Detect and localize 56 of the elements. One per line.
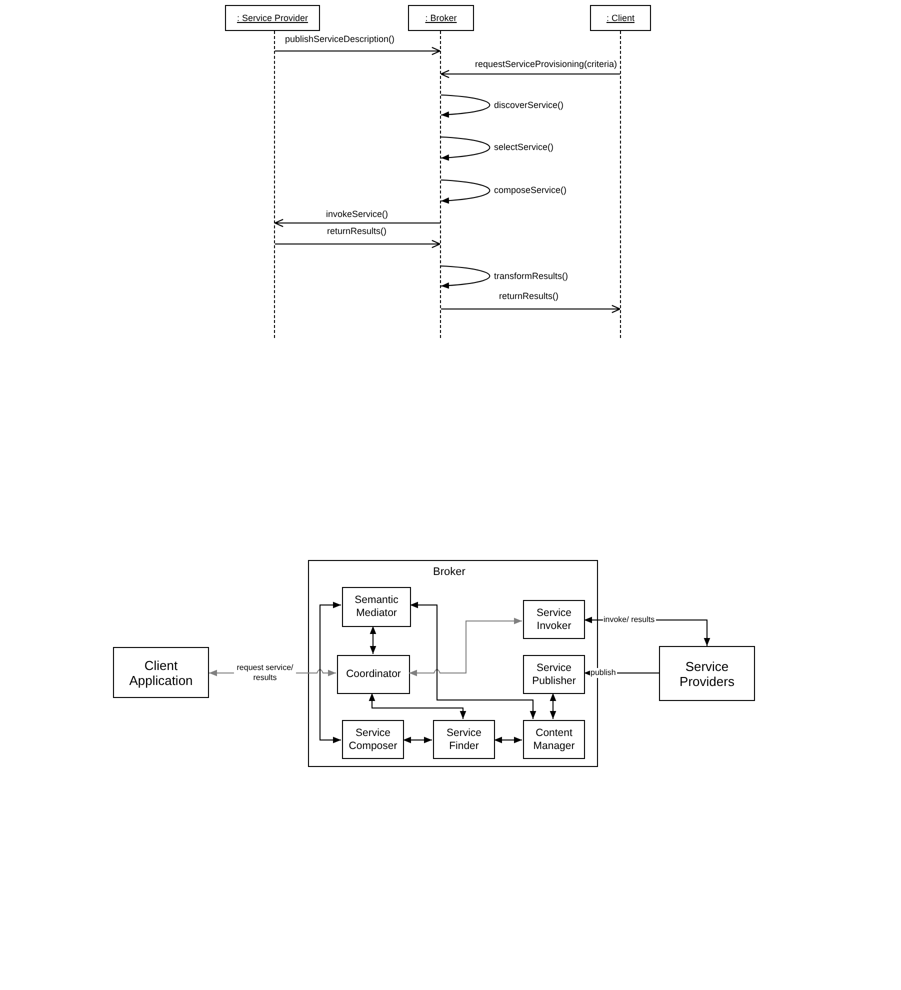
lifeline (440, 31, 441, 338)
edge-label: transformResults() (493, 271, 570, 281)
object-name: : Client (606, 13, 634, 23)
component-box (433, 720, 495, 759)
edge-label: selectService() (493, 142, 555, 152)
edge-label: discoverService() (493, 100, 565, 110)
connector-arrow (494, 736, 522, 744)
edge-label: publish (590, 668, 617, 678)
message-arrow (274, 240, 441, 248)
component-box (337, 655, 410, 694)
edge-label: requestServiceProvisioning(criteria) (474, 59, 618, 69)
object-box (225, 5, 320, 31)
object-box (408, 5, 474, 31)
connector-arrow (370, 626, 376, 654)
edge-label: request service/ results (234, 663, 296, 683)
connector-arrow (408, 618, 522, 676)
edge-label: returnResults() (326, 226, 388, 236)
edge-label: composeService() (493, 185, 568, 195)
container-title: Broker (433, 566, 466, 578)
system-name: Service Providers (678, 658, 736, 688)
lifeline (274, 31, 275, 338)
object-name: : Service Provider (236, 13, 308, 23)
component-box (342, 720, 404, 759)
object-name: : Broker (425, 13, 457, 23)
edge-label: returnResults() (498, 291, 560, 301)
component-name: Coordinator (345, 668, 402, 681)
component-name: Semantic Mediator (354, 594, 400, 620)
component-name: Service Finder (445, 726, 482, 752)
system-name: Client Application (128, 658, 194, 688)
edge-label: invoke/ results (602, 615, 656, 625)
self-message-arrow (440, 266, 490, 289)
message-arrow (274, 218, 440, 228)
component-box (523, 655, 585, 694)
component-name: Service Invoker (535, 606, 572, 632)
connector-arrow (410, 602, 536, 720)
message-arrow (440, 70, 620, 78)
lifeline (620, 31, 621, 338)
message-arrow (440, 304, 621, 314)
component-box (523, 600, 585, 639)
edge-label: invokeService() (325, 209, 390, 219)
self-message-arrow (440, 94, 490, 118)
connector-arrow (550, 692, 556, 720)
connector-arrow (368, 692, 466, 720)
system-box (113, 647, 209, 698)
component-name: Service Composer (348, 726, 398, 752)
connector-arrow (320, 602, 342, 744)
component-name: Service Publisher (531, 662, 577, 688)
system-box (659, 646, 755, 701)
self-message-arrow (440, 180, 490, 204)
component-name: Content Manager (532, 726, 576, 752)
component-box (342, 587, 411, 627)
connector-arrow (402, 736, 432, 744)
component-box (523, 720, 585, 759)
edge-label: publishServiceDescription() (284, 34, 396, 44)
message-arrow (274, 46, 441, 56)
object-box (590, 5, 651, 31)
